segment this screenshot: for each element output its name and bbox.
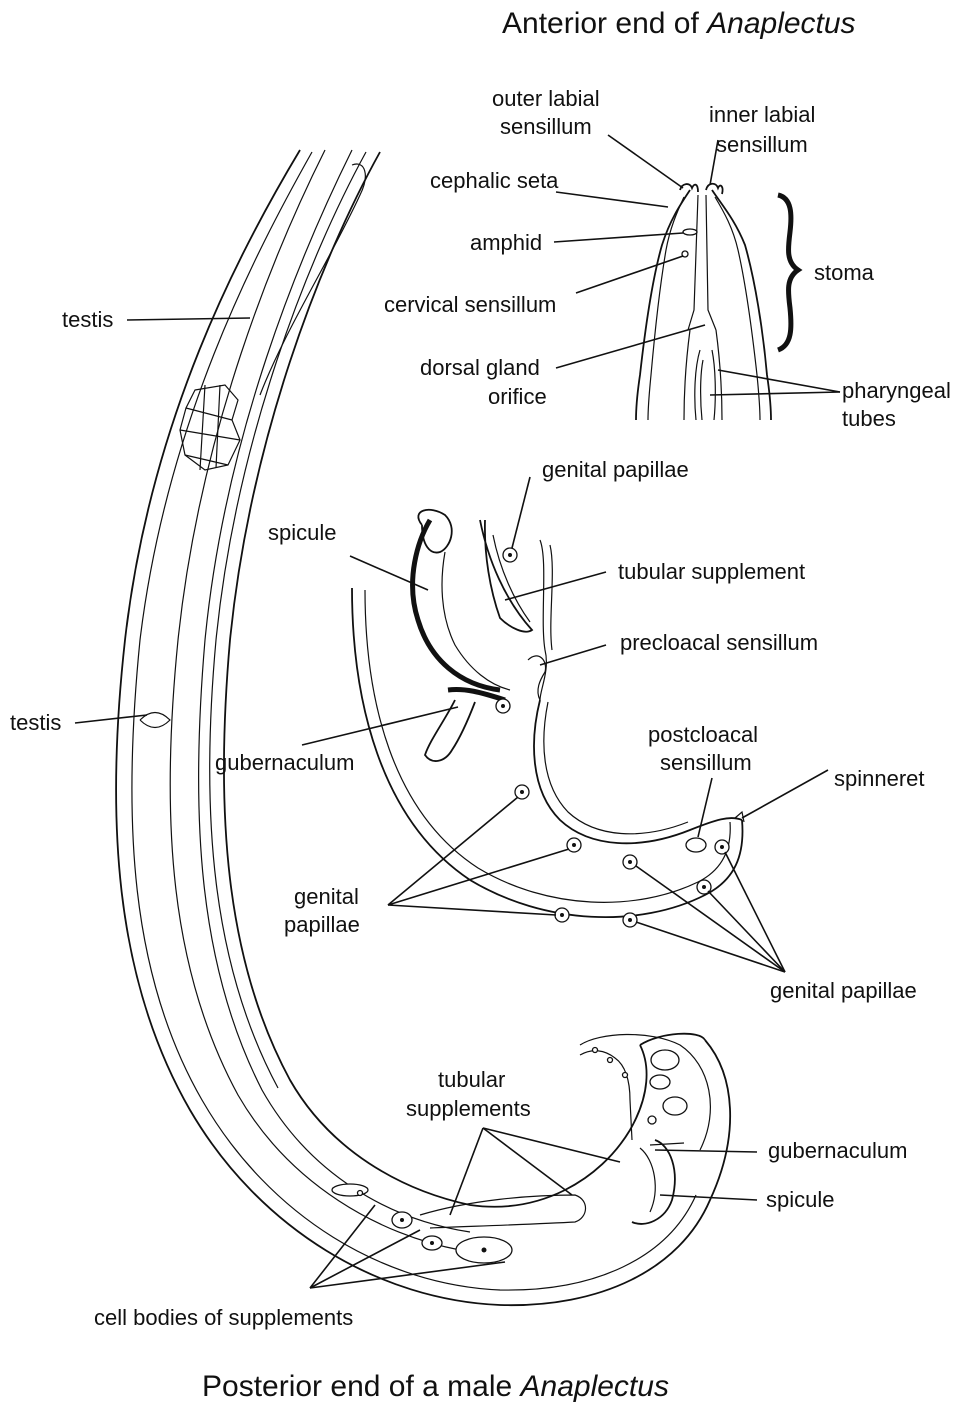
anterior-title: Anterior end of Anaplectus [502, 7, 856, 40]
label-gubernaculum-mid: gubernaculum [215, 750, 354, 775]
label-stoma: stoma [814, 260, 875, 285]
label-outer-labial-line1: outer labial [492, 86, 600, 111]
label-amphid: amphid [470, 230, 542, 255]
label-spicule-mid: spicule [268, 520, 336, 545]
anterior-end-drawing [636, 184, 798, 420]
label-dorsal-gland-line2: orifice [488, 384, 547, 409]
label-postcloacal-line1: postcloacal [648, 722, 758, 747]
label-genital-papillae-left-line2: papillae [284, 912, 360, 937]
posterior-title: Posterior end of a male Anaplectus [202, 1370, 669, 1403]
label-tubular-supplement: tubular supplement [618, 559, 805, 584]
label-tubular-supplements-line2: supplements [406, 1096, 531, 1121]
label-cervical-sensillum: cervical sensillum [384, 292, 556, 317]
posterior-body-drawing [116, 150, 730, 1305]
label-cell-bodies: cell bodies of supplements [94, 1305, 353, 1330]
label-genital-papillae-right: genital papillae [770, 978, 917, 1003]
label-inner-labial-line2: sensillum [716, 132, 808, 157]
anterior-leaders [554, 135, 840, 395]
label-testis-upper: testis [62, 307, 113, 332]
label-spicule-low: spicule [766, 1187, 834, 1212]
label-gubernaculum-low: gubernaculum [768, 1138, 907, 1163]
label-testis-lower: testis [10, 710, 61, 735]
label-cephalic-seta: cephalic seta [430, 168, 559, 193]
label-precloacal-sensillum: precloacal sensillum [620, 630, 818, 655]
testis-cells [180, 385, 240, 470]
label-pharyngeal-line2: tubes [842, 406, 896, 431]
label-tubular-supplements-line1: tubular [438, 1067, 505, 1092]
label-spinneret: spinneret [834, 766, 925, 791]
label-pharyngeal-line1: pharyngeal [842, 378, 951, 403]
label-genital-papillae-left-line1: genital [294, 884, 359, 909]
label-inner-labial-line1: inner labial [709, 102, 815, 127]
label-outer-labial-line2: sensillum [500, 114, 592, 139]
label-dorsal-gland-line1: dorsal gland [420, 355, 540, 380]
label-postcloacal-line2: sensillum [660, 750, 752, 775]
label-genital-papillae-top: genital papillae [542, 457, 689, 482]
